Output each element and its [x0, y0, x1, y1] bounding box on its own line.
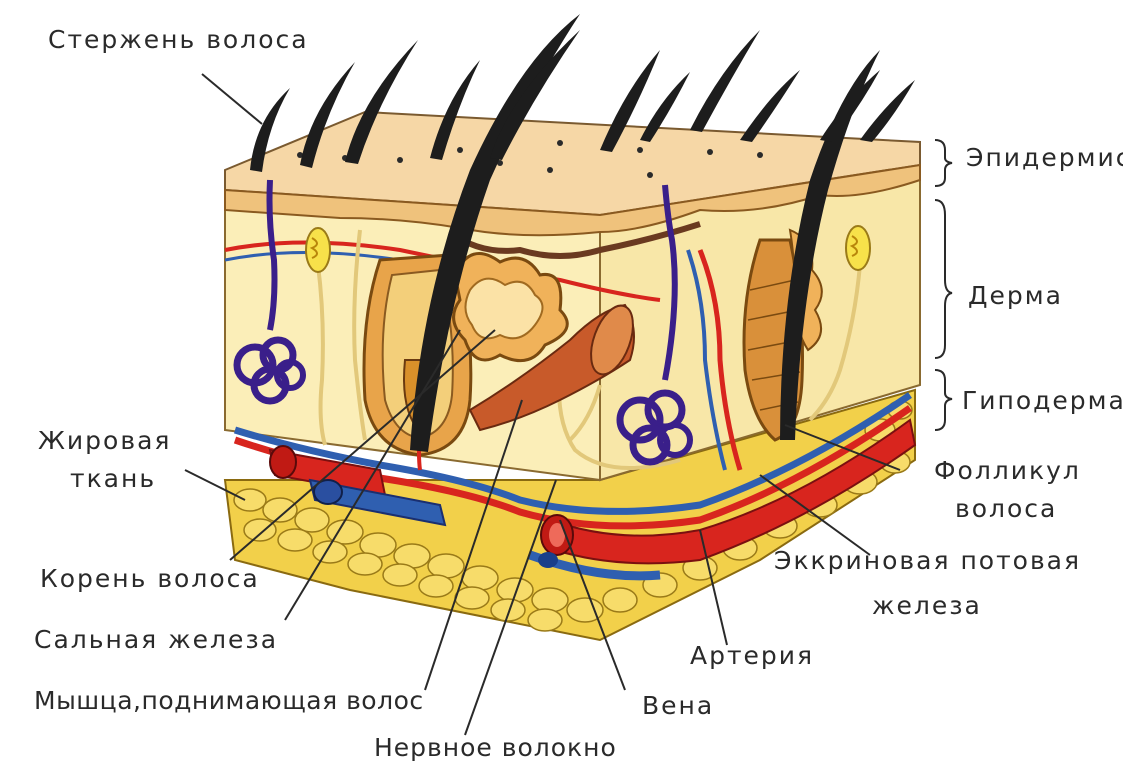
label-vein: Вена [642, 690, 714, 722]
label-nerve-fiber: Нервное волокно [374, 732, 617, 764]
label-arrector-muscle: Мышца,поднимающая волос [34, 685, 424, 717]
label-hair-follicle-line2: волоса [955, 493, 1057, 525]
layer-braces [935, 140, 952, 430]
label-epidermis: Эпидермис [966, 142, 1123, 174]
label-hair-root: Корень волоса [40, 563, 260, 595]
label-sweat-gland-line2: железа [872, 590, 982, 622]
label-fat-tissue-line1: Жировая [38, 425, 171, 457]
label-dermis: Дерма [968, 280, 1063, 312]
label-fat-tissue-line2: ткань [70, 463, 156, 495]
label-artery: Артерия [690, 640, 814, 672]
label-hair-shaft: Стержень волоса [48, 24, 309, 56]
label-hair-follicle-line1: Фолликул [934, 455, 1081, 487]
label-hypodermis: Гиподерма [962, 385, 1123, 417]
label-sebaceous-gland: Сальная железа [34, 624, 278, 656]
label-sweat-gland-line1: Эккриновая потовая [774, 545, 1081, 577]
